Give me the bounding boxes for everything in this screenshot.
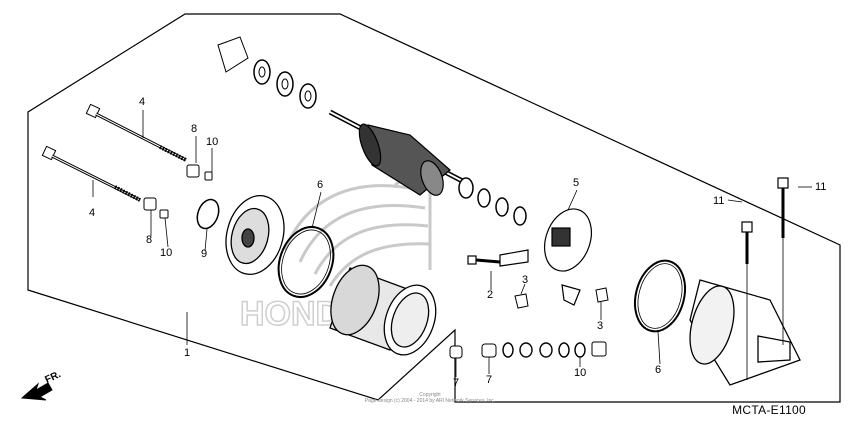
cap-7-right [481, 343, 497, 358]
callout-11-right: 11 [815, 181, 827, 193]
leader-lines [92, 110, 812, 380]
gasket-ring-6-left [277, 226, 335, 298]
callout-10-bottom: 10 [574, 367, 587, 379]
assembly-boundary [27, 13, 841, 403]
callout-5: 5 [573, 177, 580, 189]
washer-arm-4 [513, 206, 527, 226]
mounting-bolt-11-right [777, 177, 789, 238]
cap-7-left [449, 345, 463, 359]
gasket-inner [637, 263, 683, 329]
o-ring-9 [196, 198, 220, 230]
diagram-code: MCTA-E1100 [732, 403, 806, 417]
mounting-bolt-11-left [741, 221, 753, 264]
washer-hole [281, 78, 289, 90]
nut-10-bottom [591, 341, 607, 357]
front-direction-arrow-icon [20, 382, 53, 401]
callout-10-lower: 10 [160, 247, 173, 259]
terminal-bolt [467, 249, 529, 267]
washer-arm-3 [495, 197, 509, 217]
nut-10-lower [159, 209, 169, 219]
callout-1: 1 [184, 347, 191, 359]
callout-10-upper: 10 [206, 136, 219, 148]
long-bolt-upper [85, 103, 187, 162]
callout-4-lower: 4 [89, 207, 96, 219]
washer-arm-1 [458, 177, 474, 199]
callout-6-left: 6 [317, 179, 324, 191]
callout-2: 2 [487, 289, 494, 301]
washer-hole [258, 66, 266, 78]
callout-4-upper: 4 [139, 96, 146, 108]
callout-7-right: 7 [486, 374, 493, 386]
washer-hole [304, 90, 312, 102]
callout-8-upper: 8 [191, 123, 198, 135]
callout-9: 9 [201, 248, 208, 260]
washer-arm-2 [477, 188, 491, 208]
callout-8-lower: 8 [146, 234, 153, 246]
front-cover [225, 195, 285, 275]
brush-holder [544, 208, 592, 306]
gasket-ring-6-right [634, 259, 686, 333]
nut-10-upper [204, 171, 213, 181]
callout-11-left: 11 [713, 195, 725, 207]
callout-6-right: 6 [655, 364, 662, 376]
clip-3-left [514, 293, 529, 309]
motor-case [329, 264, 437, 356]
callout-3-right: 3 [597, 320, 604, 332]
callout-3-left: 3 [522, 274, 529, 286]
clip-3-right [595, 287, 609, 303]
callout-7-left: 7 [453, 377, 460, 389]
bushing-3 [539, 342, 553, 358]
long-bolt-lower [41, 145, 141, 202]
copyright-notice: Copyright Page design (c) 2004 - 2014 by… [364, 392, 496, 404]
armature [328, 109, 472, 196]
rear-cover [689, 279, 801, 386]
washer-8-lower [143, 197, 157, 211]
bushing-5 [574, 342, 586, 358]
washer-8-upper [186, 164, 200, 178]
bushing-1 [502, 342, 514, 358]
gasket-inner [281, 229, 331, 295]
bushing-4 [558, 342, 570, 358]
lock-plate [217, 36, 249, 73]
bushing-2 [519, 342, 533, 358]
